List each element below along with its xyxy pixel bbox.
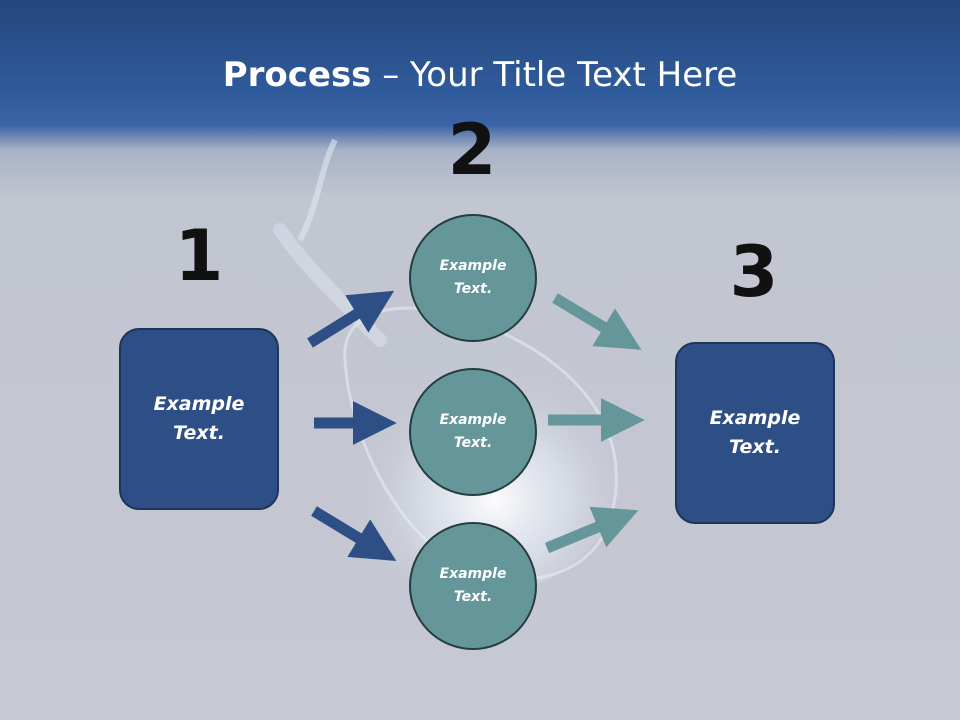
slide-title: Process – Your Title Text Here bbox=[0, 52, 960, 98]
step-2-circle-3: Example Text. bbox=[409, 522, 537, 650]
step-2-circle-1-text: Example Text. bbox=[439, 258, 507, 297]
step-number-2: 2 bbox=[447, 109, 497, 191]
step-3-text: Example Text. bbox=[709, 407, 801, 458]
step-2-circle-2-text: Example Text. bbox=[439, 412, 507, 451]
title-bold: Process bbox=[222, 55, 372, 95]
arrow-in-top bbox=[307, 290, 395, 348]
step-3-box: Example Text. bbox=[675, 342, 835, 524]
step-1-box: Example Text. bbox=[119, 328, 279, 510]
step-1-text: Example Text. bbox=[153, 393, 245, 444]
arrow-out-bottom bbox=[544, 506, 639, 554]
title-rest: – Your Title Text Here bbox=[371, 55, 738, 95]
step-number-1: 1 bbox=[174, 215, 224, 297]
arrow-out-top bbox=[552, 293, 642, 350]
step-2-circle-3-text: Example Text. bbox=[439, 566, 507, 605]
step-number-3: 3 bbox=[729, 231, 779, 313]
step-2-circle-1: Example Text. bbox=[409, 214, 537, 342]
step-2-circle-2: Example Text. bbox=[409, 368, 537, 496]
arrow-in-bottom bbox=[311, 506, 397, 561]
